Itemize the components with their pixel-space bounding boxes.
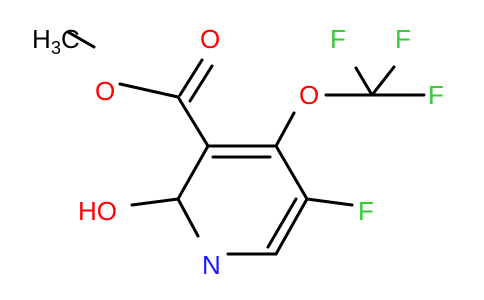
bond-c5-c6 (274, 197, 309, 256)
ring-fluorine: F (358, 196, 374, 226)
bond-c-eq-o-1 (178, 58, 204, 97)
methyl-sub-label: 3 (51, 38, 61, 58)
bond-o-carbonyl-c (118, 82, 180, 99)
bond-c-eq-o-2 (188, 64, 214, 103)
methyl-h: H (32, 24, 51, 54)
bond-cf3-f2 (370, 65, 396, 97)
bond-c5-c6-inner (266, 197, 298, 249)
bonds (66, 30, 426, 256)
bond-carbonyl-ring (176, 95, 210, 148)
hydroxyl-group: HO (78, 196, 117, 226)
trifluoromethoxy-oxygen: O (299, 80, 319, 110)
cf3-fluorine-3: F (428, 80, 444, 110)
bond-c2-oh (130, 197, 180, 207)
ring-nitrogen: N (202, 250, 221, 280)
atom-labels: H 3 C O O O F F F HO N F (32, 24, 444, 280)
bond-c4-o (274, 111, 296, 148)
bond-n-c2 (176, 197, 200, 238)
carbonyl-oxygen: O (200, 24, 220, 54)
bond-cf3-f1 (354, 66, 374, 97)
cf3-fluorine-1: F (330, 24, 346, 54)
bond-c2-c3 (176, 144, 210, 201)
bond-ch3-o (66, 30, 96, 49)
bond-c4-c5 (274, 144, 309, 201)
cf3-fluorine-2: F (395, 24, 411, 54)
bond-c5-f (305, 197, 354, 207)
methyl-h-label: H (32, 24, 51, 54)
methyl-c-label: C (61, 24, 80, 54)
ester-ether-oxygen: O (95, 76, 115, 106)
